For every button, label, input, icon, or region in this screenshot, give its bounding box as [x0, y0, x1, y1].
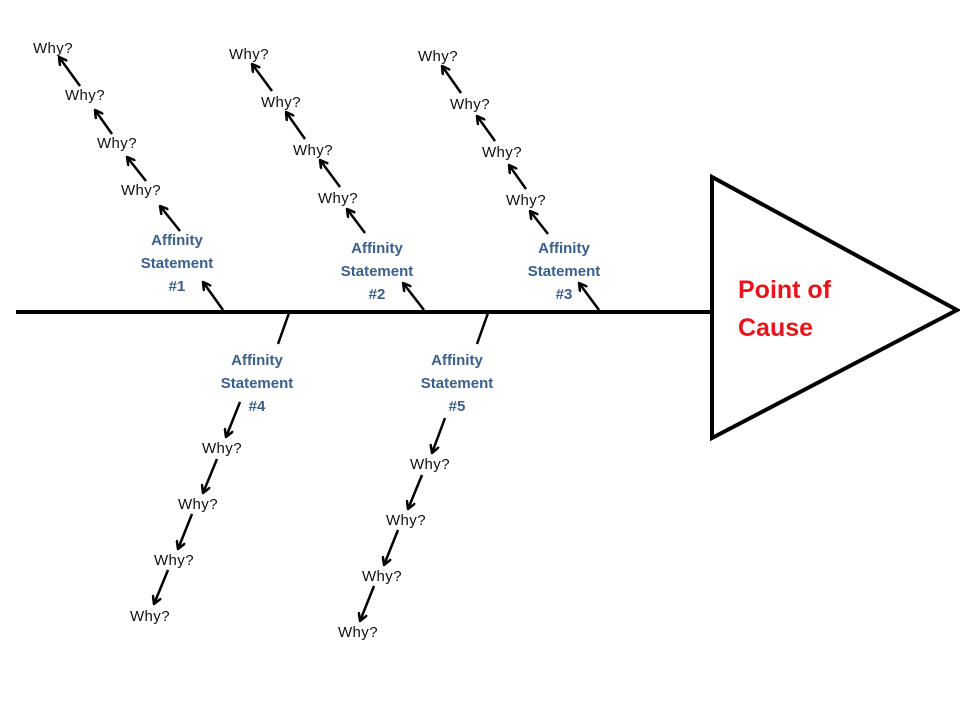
branch-5: Affinity Statement #5 Why? Why? Why? Why… [338, 312, 494, 641]
branch-2-arrow-3 [286, 112, 307, 140]
why-2-4: Why? [318, 190, 358, 207]
branch-1-whys: Why? Why? Why? Why? [33, 40, 161, 199]
branch-4-root-line [276, 312, 291, 345]
fish-head-triangle [710, 173, 960, 442]
affinity-statement-2: Affinity Statement #2 [341, 240, 414, 303]
affinity-3-line-2: Statement [528, 263, 601, 280]
branch-3-arrow-2 [509, 165, 528, 190]
branch-4-arrow-1 [226, 401, 242, 437]
head-label-line-1: Point of [738, 276, 832, 304]
why-4-1: Why? [202, 440, 242, 457]
why-4-3: Why? [154, 552, 194, 569]
why-5-3: Why? [362, 568, 402, 585]
affinity-3-line-1: Affinity [538, 240, 590, 257]
branch-2-arrow-2 [320, 160, 342, 188]
why-1-3: Why? [97, 135, 137, 152]
affinity-4-line-1: Affinity [231, 352, 283, 369]
why-1-4: Why? [121, 182, 161, 199]
why-5-2: Why? [386, 512, 426, 529]
branch-4-arrow-3 [178, 513, 194, 549]
affinity-5-line-3: #5 [449, 398, 466, 415]
branch-2-whys: Why? Why? Why? Why? [229, 46, 358, 207]
branch-2-root-arrow [403, 283, 425, 311]
why-1-2: Why? [65, 87, 105, 104]
affinity-4-line-3: #4 [249, 398, 266, 415]
affinity-2-line-1: Affinity [351, 240, 403, 257]
why-2-2: Why? [261, 94, 301, 111]
branch-3-arrow-3 [477, 116, 497, 142]
branch-5-arrow-1 [432, 417, 447, 453]
affinity-1-line-1: Affinity [151, 232, 203, 249]
affinity-5-line-2: Statement [421, 375, 494, 392]
affinity-1-line-2: Statement [141, 255, 214, 272]
branch-1-arrow-4 [59, 57, 82, 87]
why-3-3: Why? [482, 144, 522, 161]
branch-1: Affinity Statement #1 Why? Why? Why? Why… [33, 40, 225, 311]
branch-5-arrow-2 [408, 474, 424, 509]
branch-2-arrow-1 [347, 209, 366, 234]
affinity-1-line-3: #1 [169, 278, 186, 295]
why-3-2: Why? [450, 96, 490, 113]
branch-3-root-arrow [579, 283, 601, 311]
affinity-statement-3: Affinity Statement #3 [528, 240, 601, 303]
branch-4-arrow-4 [154, 569, 170, 604]
affinity-4-line-2: Statement [221, 375, 294, 392]
affinity-5-line-1: Affinity [431, 352, 483, 369]
branch-1-arrow-2 [127, 157, 147, 182]
head-label: Point of Cause [738, 276, 832, 342]
why-5-1: Why? [410, 456, 450, 473]
why-5-4: Why? [338, 624, 378, 641]
branch-1-root-arrow [203, 282, 225, 311]
branch-2-arrow-4 [252, 64, 274, 92]
branch-5-root-line [475, 312, 490, 345]
affinity-statement-4: Affinity Statement #4 [221, 352, 294, 415]
branch-3-arrow-1 [530, 211, 549, 235]
branch-5-arrow-4 [360, 585, 376, 621]
affinity-statement-5: Affinity Statement #5 [421, 352, 494, 415]
head-label-line-2: Cause [738, 314, 813, 342]
branch-4-whys: Why? Why? Why? Why? [130, 440, 242, 625]
branch-5-arrow-3 [384, 529, 400, 565]
why-3-4: Why? [506, 192, 546, 209]
branch-1-arrow-1 [160, 206, 181, 232]
why-2-1: Why? [229, 46, 269, 63]
branch-4-arrow-2 [203, 458, 219, 493]
branch-5-whys: Why? Why? Why? Why? [338, 456, 450, 641]
branch-3-whys: Why? Why? Why? Why? [418, 48, 546, 209]
branch-3-arrow-4 [442, 66, 463, 94]
branch-3: Affinity Statement #3 Why? Why? Why? Why… [418, 48, 601, 311]
branch-1-arrow-3 [95, 110, 114, 135]
affinity-3-line-3: #3 [556, 286, 573, 303]
why-2-3: Why? [293, 142, 333, 159]
branch-4: Affinity Statement #4 Why? Why? Why? Why… [130, 312, 294, 625]
why-4-4: Why? [130, 608, 170, 625]
branch-2: Affinity Statement #2 Why? Why? Why? Why… [229, 46, 425, 311]
affinity-2-line-2: Statement [341, 263, 414, 280]
why-3-1: Why? [418, 48, 458, 65]
why-4-2: Why? [178, 496, 218, 513]
why-1-1: Why? [33, 40, 73, 57]
affinity-statement-1: Affinity Statement #1 [141, 232, 214, 295]
affinity-2-line-3: #2 [369, 286, 386, 303]
